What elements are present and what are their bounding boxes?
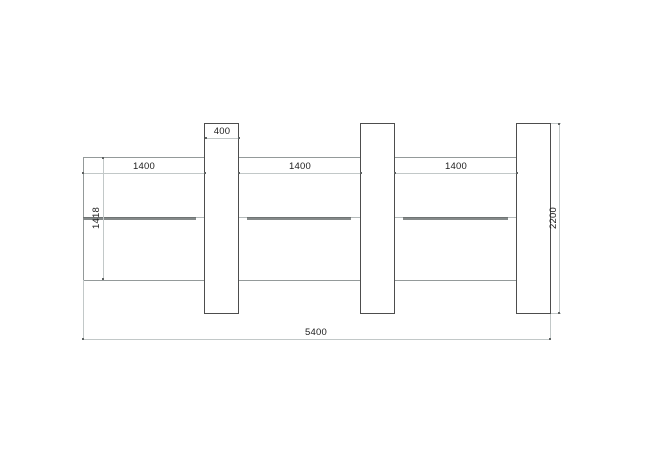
dimension-endpoint-dot xyxy=(516,172,518,174)
dimension-endpoint-dot xyxy=(549,338,551,340)
dim-label-column-width: 400 xyxy=(213,126,231,137)
column-1 xyxy=(204,123,239,314)
dimension-endpoint-dot xyxy=(102,278,104,280)
dim-line-panel-height xyxy=(103,157,104,280)
dim-label-panel-height: 1418 xyxy=(91,207,102,229)
column-2 xyxy=(360,123,395,314)
dim-line-column-width xyxy=(205,138,239,139)
dimension-endpoint-dot xyxy=(205,137,207,139)
dimension-endpoint-dot xyxy=(394,172,396,174)
dim-ext-total-width-left xyxy=(83,280,84,339)
dimension-endpoint-dot xyxy=(238,172,240,174)
dimension-endpoint-dot xyxy=(82,172,84,174)
shelf-bar-bay-3 xyxy=(403,217,508,220)
dim-label-column-height: 2200 xyxy=(548,207,559,229)
dim-label-total-width: 5400 xyxy=(305,327,327,338)
column-3 xyxy=(516,123,551,314)
shelf-bar-bay-2 xyxy=(247,217,351,220)
dim-ext-total-width-right xyxy=(550,314,551,339)
dim-ext-column-height-top xyxy=(551,123,561,124)
dim-label-bay-2: 1400 xyxy=(289,161,311,172)
dim-line-total-width xyxy=(83,339,551,340)
dim-label-bay-3: 1400 xyxy=(445,161,467,172)
dimension-endpoint-dot xyxy=(238,137,240,139)
dimension-endpoint-dot xyxy=(558,123,560,125)
dim-label-bay-1: 1400 xyxy=(133,161,155,172)
dimension-endpoint-dot xyxy=(360,172,362,174)
dimension-endpoint-dot xyxy=(82,338,84,340)
dim-line-bay-1 xyxy=(83,173,205,174)
dim-line-bay-2 xyxy=(239,173,361,174)
dimension-endpoint-dot xyxy=(204,172,206,174)
dim-line-column-height xyxy=(559,123,560,314)
dim-line-bay-3 xyxy=(395,173,517,174)
dimension-endpoint-dot xyxy=(558,312,560,314)
dim-ext-column-height-bottom xyxy=(551,313,561,314)
shelf-bar-bay-1 xyxy=(83,217,196,220)
dimension-endpoint-dot xyxy=(102,157,104,159)
